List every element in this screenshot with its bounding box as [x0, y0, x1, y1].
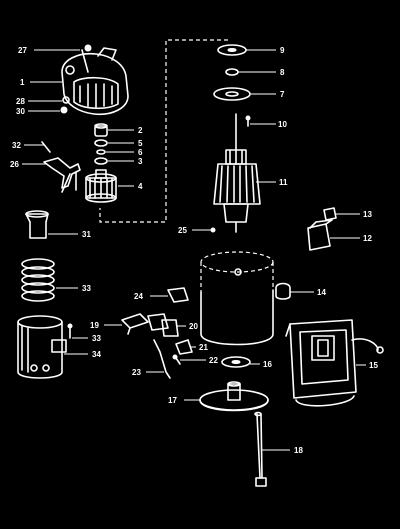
callout-23: 23	[132, 368, 141, 377]
callout-8: 8	[280, 68, 285, 77]
part-terminal-19	[121, 313, 149, 335]
part-ball-25	[210, 227, 216, 233]
callout-3: 3	[138, 157, 143, 166]
assembly-path	[99, 39, 228, 223]
callout-labels: 27 1 28 30 32 26 2 5 6 3 4 31 33 33 34 9…	[10, 46, 378, 455]
part-insulator-14	[275, 282, 291, 300]
callout-27: 27	[18, 46, 27, 55]
callout-18: 18	[294, 446, 303, 455]
callout-7: 7	[280, 90, 285, 99]
part-plate-7	[213, 87, 251, 101]
callout-10: 10	[278, 120, 287, 129]
callout-26: 26	[10, 160, 19, 169]
callout-22: 22	[209, 356, 218, 365]
part-screw-10	[245, 115, 251, 127]
callout-21: 21	[199, 343, 208, 352]
callout-4: 4	[138, 182, 143, 191]
callout-24: 24	[134, 292, 143, 301]
callout-2: 2	[138, 126, 143, 135]
callout-32: 32	[12, 141, 21, 150]
callout-19: 19	[90, 321, 99, 330]
part-spring-33	[21, 258, 55, 302]
part-ring-8	[225, 68, 239, 76]
callout-17: 17	[168, 396, 177, 405]
callout-1: 1	[20, 78, 25, 87]
callout-28: 28	[16, 97, 25, 106]
callout-25: 25	[178, 226, 187, 235]
part-clip-6	[96, 149, 106, 155]
callout-6: 6	[138, 148, 143, 157]
part-ring-5	[94, 139, 108, 147]
part-bolt-30	[60, 106, 68, 114]
callout-13: 13	[363, 210, 372, 219]
part-solenoid-34	[17, 315, 67, 379]
callout-5: 5	[138, 139, 143, 148]
part-washer-16	[221, 356, 251, 368]
part-end-plate-17	[199, 381, 269, 412]
part-through-bolt-18	[254, 411, 267, 487]
leader-lines	[22, 49, 366, 451]
part-armature-11	[213, 113, 261, 233]
part-pin-32	[41, 141, 51, 153]
callout-20: 20	[189, 322, 198, 331]
part-strap-24	[167, 287, 189, 303]
part-washer-9	[217, 44, 247, 56]
part-drive-pinion-4	[85, 169, 117, 203]
part-screw-22	[172, 354, 181, 365]
part-wire-23	[153, 339, 171, 379]
callout-31: 31	[82, 230, 91, 239]
part-field-frame	[200, 251, 274, 346]
callout-33-spring: 33	[82, 284, 91, 293]
part-brush-21	[175, 339, 193, 355]
part-washer-28	[62, 96, 70, 104]
part-shift-lever-26	[43, 157, 81, 193]
part-screw-13	[323, 207, 337, 221]
part-collar-3	[94, 157, 108, 165]
callout-9: 9	[280, 46, 285, 55]
part-brush-12	[307, 219, 333, 251]
callout-15: 15	[369, 361, 378, 370]
callout-16: 16	[263, 360, 272, 369]
callout-34: 34	[92, 350, 101, 359]
callout-12: 12	[363, 234, 372, 243]
part-screw-33	[67, 323, 73, 339]
callout-30: 30	[16, 107, 25, 116]
callout-11: 11	[279, 178, 288, 187]
part-end-housing-1	[61, 47, 129, 116]
part-screw-27	[81, 44, 92, 73]
part-housing-15	[285, 319, 384, 407]
part-brush-holder-20	[147, 313, 179, 337]
callout-33-screw: 33	[92, 334, 101, 343]
part-sleeve-31	[25, 210, 49, 239]
part-bushing-2	[94, 123, 108, 137]
callout-14: 14	[317, 288, 326, 297]
